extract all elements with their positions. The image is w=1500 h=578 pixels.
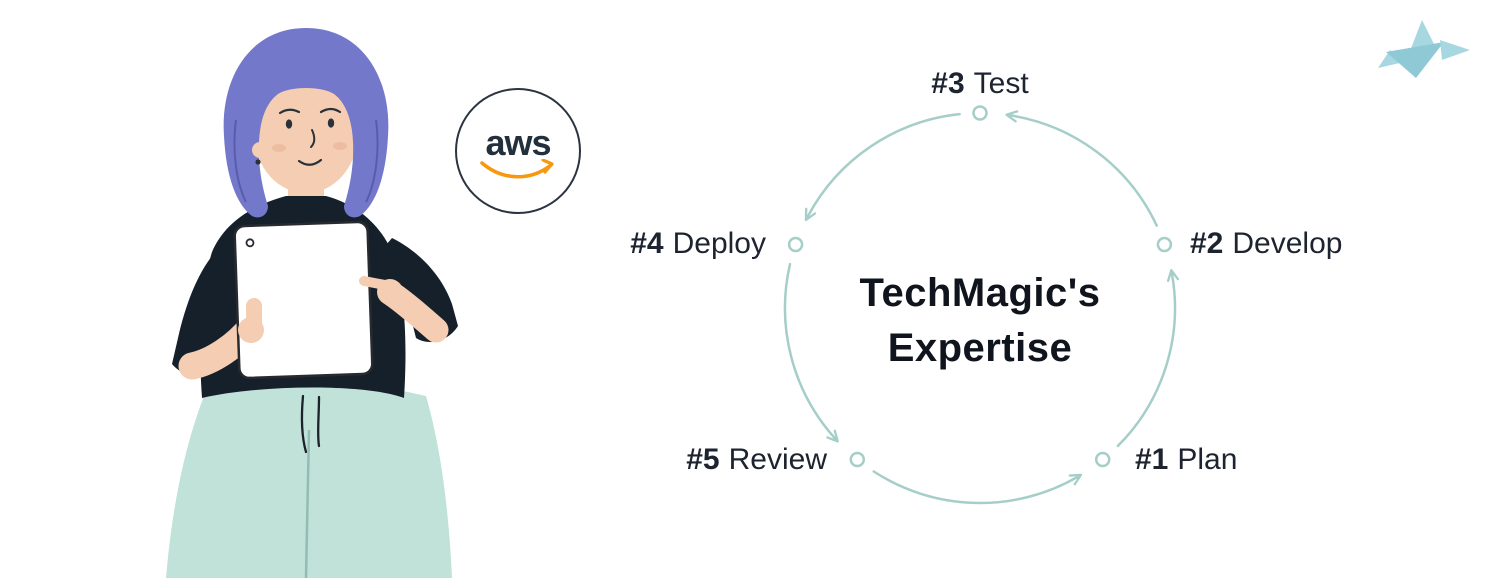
- cycle-arc-develop-to-test: [1005, 110, 1158, 227]
- step-number: #2: [1190, 227, 1224, 260]
- aws-smile-icon: [480, 159, 554, 179]
- step-name: Deploy: [672, 227, 766, 260]
- aws-logo-text: aws: [485, 122, 551, 163]
- step-number: #5: [686, 443, 720, 476]
- step-name: Develop: [1232, 227, 1343, 260]
- hair: [223, 28, 389, 218]
- step-node-test: [972, 105, 988, 121]
- pants: [166, 382, 452, 578]
- step-node-deploy: [787, 236, 804, 253]
- face: [255, 79, 357, 193]
- diagram-title-line1: TechMagic's: [859, 271, 1101, 315]
- diagram-title: TechMagic's Expertise: [780, 266, 1180, 376]
- step-node-develop: [1156, 236, 1173, 253]
- step-number: #3: [931, 67, 965, 100]
- step-name: Plan: [1177, 443, 1238, 476]
- cycle-arc-review-to-plan: [872, 470, 1083, 505]
- blush-left: [272, 144, 286, 152]
- speech-bubble: aws: [444, 88, 581, 233]
- ear: [252, 142, 268, 165]
- cycle-arc-deploy-to-review: [783, 262, 839, 443]
- diagram-title-line2: Expertise: [887, 326, 1073, 370]
- techmagic-bird-logo: [1378, 20, 1470, 78]
- blush-right: [333, 142, 347, 150]
- step-node-plan: [1094, 451, 1111, 468]
- step-name: Test: [973, 67, 1029, 100]
- cycle-arc-test-to-deploy: [804, 112, 961, 222]
- step-name: Review: [728, 443, 827, 476]
- step-number: #1: [1135, 443, 1169, 476]
- tablet: [233, 220, 374, 380]
- cycle-arc-plan-to-develop: [1116, 269, 1180, 448]
- earring-icon: [255, 159, 261, 165]
- tablet-camera-icon: [245, 238, 255, 248]
- woman-with-tablet-illustration: [166, 28, 458, 578]
- step-number: #4: [630, 227, 664, 260]
- step-node-review: [849, 451, 866, 468]
- left-hand: [238, 298, 264, 343]
- pointing-hand: [359, 276, 449, 343]
